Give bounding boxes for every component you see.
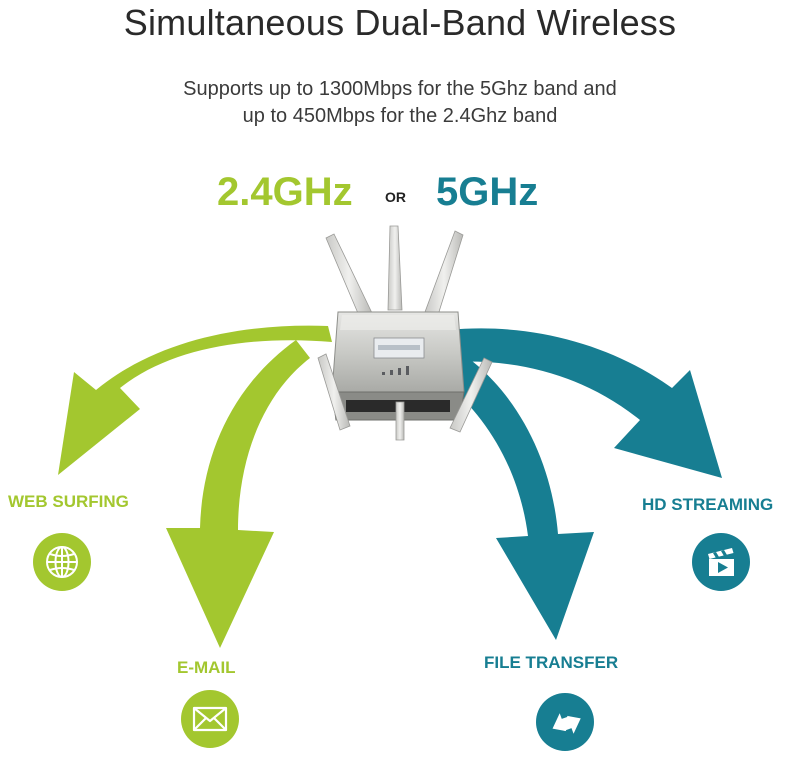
teal-arrow-hd bbox=[448, 328, 722, 478]
globe-icon bbox=[33, 533, 91, 591]
subtitle-line-1: Supports up to 1300Mbps for the 5Ghz ban… bbox=[183, 78, 617, 100]
band-2-4ghz-label: 2.4GHz bbox=[217, 170, 353, 214]
globe-icon-glyph bbox=[46, 546, 78, 578]
access-point-device bbox=[317, 225, 493, 441]
feature-label-email: E-MAIL bbox=[177, 658, 236, 677]
band-selector: 2.4GHz OR 5GHz bbox=[0, 170, 800, 220]
page-title: Simultaneous Dual-Band Wireless bbox=[123, 2, 677, 43]
green-arrow-web bbox=[58, 325, 332, 475]
green-arrow-email bbox=[166, 340, 310, 648]
transfer-arrows-icon bbox=[536, 693, 594, 751]
teal-arrow-file bbox=[442, 352, 594, 640]
feature-label-hd-streaming: HD STREAMING bbox=[642, 495, 774, 514]
band-5ghz-label: 5GHz bbox=[436, 170, 539, 214]
subtitle-line-2: up to 450Mbps for the 2.4Ghz band bbox=[242, 105, 558, 127]
transfer-arrows-icon-glyph bbox=[552, 713, 581, 734]
feature-label-file-transfer: FILE TRANSFER bbox=[484, 653, 619, 672]
clapperboard-play-icon bbox=[692, 533, 750, 591]
feature-label-web-surfing: WEB SURFING bbox=[8, 492, 129, 511]
envelope-icon-glyph bbox=[192, 706, 228, 732]
page-subtitle: Supports up to 1300Mbps for the 5Ghz ban… bbox=[0, 76, 800, 130]
band-or-label: OR bbox=[385, 189, 406, 205]
clapperboard-play-icon-glyph bbox=[708, 548, 734, 576]
envelope-icon bbox=[181, 690, 239, 748]
